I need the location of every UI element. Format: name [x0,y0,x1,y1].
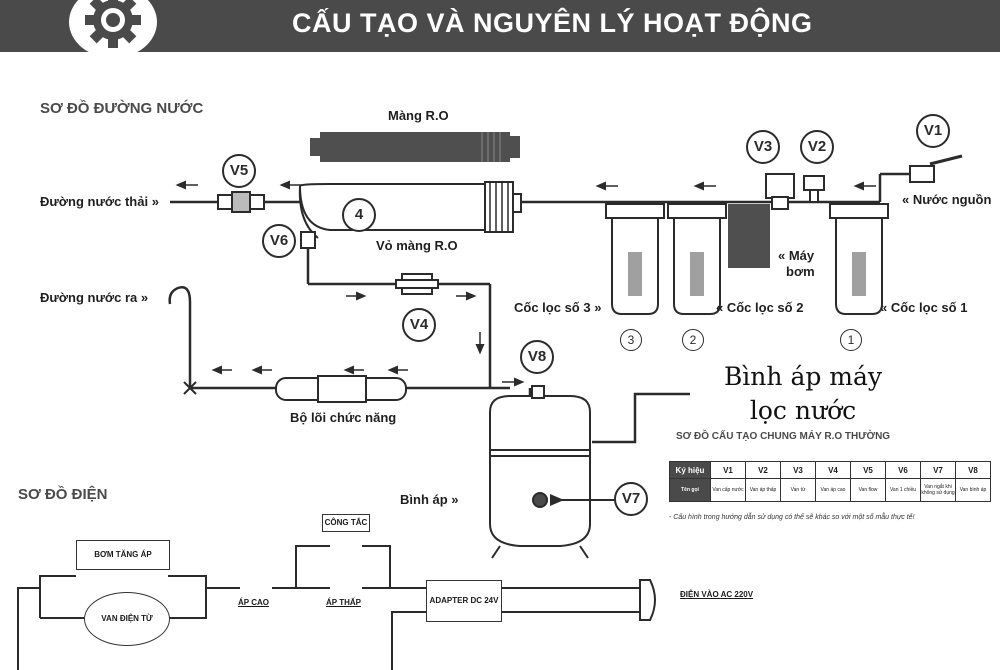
ro-housing-label: Vỏ màng R.O [376,238,458,253]
pressure-tank [489,385,614,559]
pump-label: « Máy [778,248,815,263]
water-out-label: Đường nước ra » [40,290,149,305]
pressure-tank-label: Bình áp » [400,492,459,507]
tank-annotation: Bình áp máy lọc nước [718,360,888,428]
table-code: V5 [850,461,886,479]
low-pressure-label: ÁP THẤP [326,598,361,607]
valve-badge-v3: V3 [746,130,780,164]
filter2-label: « Cốc lọc số 2 [716,300,804,315]
housing-number-4: 4 [342,198,376,232]
filter-number-1: 1 [840,329,862,351]
valve-badge-v5: V5 [222,154,256,188]
table-name: Van bình áp [955,478,991,502]
water-source-label: « Nước nguồn [902,192,992,207]
pump [728,204,770,268]
table-code: V1 [710,461,746,479]
page-title: CẤU TẠO VÀ NGUYÊN LÝ HOẠT ĐỘNG [292,8,813,38]
table-header-name: Tên gọi [669,478,711,502]
ac-input-label: ĐIỆN VÀO AC 220V [680,590,754,599]
tank-annotation-line2: lọc nước [749,396,857,425]
filter-number-3: 3 [620,329,642,351]
functional-core-label: Bộ lõi chức năng [290,410,397,425]
ro-membrane [310,132,520,162]
switch-box: CÔNG TẮC [322,514,370,532]
filter-cups [605,203,889,315]
table-header-code: Ký hiệu [669,461,711,479]
table-name: Van ngắt khi không sử dụng [920,478,956,502]
output-check-valve [183,381,197,395]
table-name: Van 1 chiều [885,478,921,502]
table-title: SƠ ĐỒ CẤU TẠO CHUNG MÁY R.O THƯỜNG [676,431,891,442]
table-name: Van từ [780,478,816,502]
ro-housing [298,181,522,239]
filter1-label: « Cốc lọc số 1 [880,300,968,315]
filter-number-2: 2 [682,329,704,351]
low-pressure-switch-v2 [803,175,825,203]
water-diagram-svg [17,132,963,670]
high-pressure-switch-v4 [395,273,439,295]
flow-valve-v5 [217,191,265,213]
table-name: Van áp cao [815,478,851,502]
high-pressure-label: ÁP CAO [238,598,269,607]
ro-membrane-label: Màng R.O [388,108,449,123]
table-name: Van flow [850,478,886,502]
water-diagram-title: SƠ ĐỒ ĐƯỜNG NƯỚC [40,100,204,117]
valve-badge-v6: V6 [262,224,296,258]
inlet-valve-v1 [909,154,963,183]
diagram-area: SƠ ĐỒ ĐƯỜNG NƯỚC SƠ ĐỒ ĐIỆN Màng R.O Vỏ … [0,52,1000,670]
valve-badge-v1: V1 [916,114,950,148]
valve-badge-v7: V7 [614,482,648,516]
solenoid-valve-v3 [765,173,795,210]
booster-pump-box: BƠM TĂNG ÁP [76,540,170,570]
electric-diagram-title: SƠ ĐỒ ĐIỆN [18,486,108,503]
table-code: V8 [955,461,991,479]
pump-label-2: bơm [786,264,815,279]
valve-badge-v8: V8 [520,340,554,374]
waste-water-label: Đường nước thải » [40,194,159,209]
table-code: V6 [885,461,921,479]
gear-icon [68,0,158,58]
header-bar: CẤU TẠO VÀ NGUYÊN LÝ HOẠT ĐỘNG [0,0,1000,58]
table-name: Van cấp nước [710,478,746,502]
table-note: - Cấu hình trong hướng dẫn sử dụng có th… [669,514,915,521]
table-code: V3 [780,461,816,479]
table-code: V7 [920,461,956,479]
table-code: V2 [745,461,781,479]
functional-core [275,375,407,403]
filter3-label: Cốc lọc số 3 » [514,300,602,315]
tank-annotation-line1: Bình áp máy [723,362,883,391]
check-valve-v6 [300,231,316,249]
solenoid-valve-box: VAN ĐIỆN TỪ [84,592,170,646]
electric-diagram [17,545,656,670]
valve-badge-v2: V2 [800,130,834,164]
valve-badge-v4: V4 [402,308,436,342]
spec-table: Ký hiệu V1 V2 V3 V4 V5 V6 V7 V8 Tên gọi … [669,461,991,502]
table-code: V4 [815,461,851,479]
adapter-box: ADAPTER DC 24V [426,580,502,622]
table-name: Van áp thấp [745,478,781,502]
